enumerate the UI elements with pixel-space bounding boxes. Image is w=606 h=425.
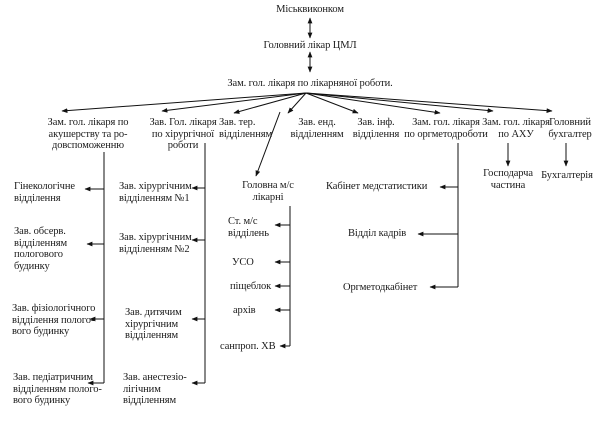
node-deputy-surgery: Зав. Гол. лікаря по хірургічної роботи	[149, 117, 217, 151]
node-deputy-expertise: Зам. гол. лікаря по оргметодроботи	[404, 117, 488, 140]
node-surgery2: Зав. хірургічним відділенням №2	[119, 232, 192, 255]
node-uso: УСО	[232, 257, 254, 268]
node-archive: архів	[233, 305, 256, 316]
node-city-council: Міськвиконком	[276, 4, 344, 15]
node-deputy-obstetrics: Зам. гол. лікаря по акушерству та ро- до…	[47, 117, 129, 151]
link-deputy-endo	[287, 92, 307, 114]
node-obs-maternity: Зав. обсерв. відділенням пологового буди…	[14, 226, 67, 272]
link-deputy-infect	[305, 92, 359, 114]
node-statistics: Кабінет медстатистики	[326, 181, 428, 192]
node-chief-accountant: Головний бухгалтер	[548, 117, 592, 140]
node-anesthesiology: Зав. анестезіо- лігічним відділенням	[123, 372, 187, 406]
link-deputy-obstetrics	[61, 92, 307, 113]
node-head-infectious: Зав. інф. відділення	[352, 117, 400, 140]
node-head-nurse: Головна м/с лікарні	[242, 180, 294, 203]
node-accounting: Бухгалтерія	[541, 170, 593, 181]
node-deputy-admin: Зам. гол. лікаря по АХУ	[482, 117, 550, 140]
node-pediatric-maternity: Зав. педіатричним відділенням полого- во…	[13, 372, 102, 406]
link-deputy-accountant	[305, 92, 553, 113]
node-physio-maternity: Зав. фізіологічного відділення полого- в…	[12, 303, 96, 337]
node-deputy-medical: Зам. гол. лікаря по лікарняної роботи.	[227, 78, 393, 89]
link-therapy-nurse	[255, 111, 281, 177]
link-deputy-surgery	[161, 92, 307, 113]
node-head-therapy: Зав. тер. відділенням	[219, 117, 272, 140]
node-children-surgery: Зав. дитячим хірургічним відділенням	[125, 307, 182, 341]
node-sanitation: санпроп. ХВ	[220, 341, 276, 352]
node-head-endocrinology: Зав. енд. відділенням	[290, 117, 344, 140]
node-surgery1: Зав. хірургічним відділенням №1	[119, 181, 192, 204]
node-chief-doctor: Головний лікар ЦМЛ	[263, 40, 357, 51]
link-deputy-expertise	[305, 92, 441, 115]
link-deputy-therapy	[233, 92, 307, 114]
link-deputy-admin	[305, 92, 494, 113]
node-food-unit: піщеблок	[230, 281, 272, 292]
node-senior-nurse: Ст. м/с відділень	[228, 216, 269, 239]
node-methods-office: Оргметодкабінет	[343, 282, 418, 293]
node-gynecology: Гінекологічне відділення	[14, 181, 75, 204]
node-hr: Відділ кадрів	[348, 228, 407, 239]
node-maintenance: Господарча частина	[483, 168, 533, 191]
